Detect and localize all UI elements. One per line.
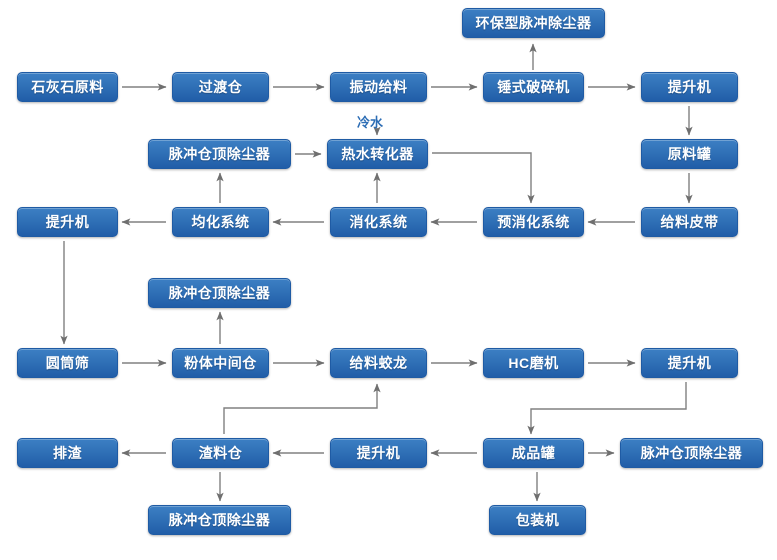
n-pulse-dust-top-4[interactable]: 脉冲仓顶除尘器	[148, 505, 291, 535]
n-transition-bin[interactable]: 过渡仓	[172, 72, 269, 102]
n-packing-machine[interactable]: 包装机	[489, 505, 586, 535]
flow-arrow	[432, 152, 535, 204]
n-pre-digestion-system[interactable]: 预消化系统	[483, 207, 584, 237]
flow-arrow	[223, 383, 381, 434]
n-vibrating-feeder[interactable]: 振动给料	[330, 72, 427, 102]
flow-arrow	[527, 382, 687, 435]
n-env-pulse-dust[interactable]: 环保型脉冲除尘器	[462, 8, 605, 38]
n-elevator-2[interactable]: 提升机	[17, 207, 118, 237]
n-elevator-3[interactable]: 提升机	[641, 348, 738, 378]
cold-water-label: 冷水	[357, 115, 384, 130]
n-powder-mid-bin[interactable]: 粉体中间仓	[172, 348, 269, 378]
n-slag-bin[interactable]: 渣料仓	[172, 438, 269, 468]
n-elevator-1[interactable]: 提升机	[641, 72, 738, 102]
n-drum-screen[interactable]: 圆筒筛	[17, 348, 118, 378]
n-feed-screw[interactable]: 给料蛟龙	[330, 348, 427, 378]
n-digestion-system[interactable]: 消化系统	[330, 207, 427, 237]
n-elevator-4[interactable]: 提升机	[330, 438, 427, 468]
n-pulse-dust-top-2[interactable]: 脉冲仓顶除尘器	[148, 278, 291, 308]
n-product-tank[interactable]: 成品罐	[483, 438, 584, 468]
n-pulse-dust-top-3[interactable]: 脉冲仓顶除尘器	[620, 438, 763, 468]
n-hot-water-converter[interactable]: 热水转化器	[327, 139, 428, 169]
n-pulse-dust-top-1[interactable]: 脉冲仓顶除尘器	[148, 139, 291, 169]
n-slag-discharge[interactable]: 排渣	[17, 438, 118, 468]
n-raw-tank[interactable]: 原料罐	[641, 139, 738, 169]
n-hammer-crusher[interactable]: 锤式破碎机	[483, 72, 584, 102]
n-feed-belt[interactable]: 给料皮带	[641, 207, 738, 237]
n-homogenizing-system[interactable]: 均化系统	[172, 207, 269, 237]
n-hc-mill[interactable]: HC磨机	[483, 348, 584, 378]
n-limestone-raw[interactable]: 石灰石原料	[17, 72, 118, 102]
